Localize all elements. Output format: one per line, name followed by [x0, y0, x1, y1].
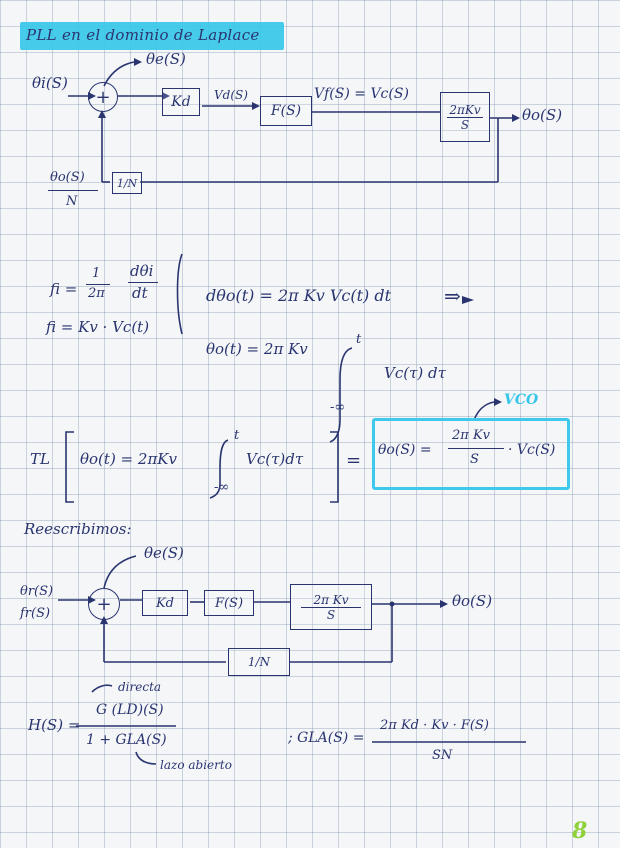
implies-arrow: ⇒ — [444, 284, 461, 308]
feedback-fraction-bar — [48, 190, 98, 191]
gla-den: SN — [432, 748, 452, 763]
integral-body: Vc(τ) dτ — [384, 364, 446, 382]
d2-summing-junction: + — [88, 588, 120, 620]
fi-kv-equation: fi = Kv · Vc(t) — [46, 318, 149, 336]
vco-label: VCO — [504, 392, 538, 408]
tl-integral-upper: t — [234, 428, 239, 443]
gla-lhs: ; GLA(S) = — [288, 730, 364, 746]
feedback-block: 1/N — [112, 172, 142, 194]
theta-t-equation: θo(t) = 2π Kv — [206, 340, 308, 358]
dtheta-equation: dθo(t) = 2π Kv Vc(t) dt — [206, 286, 391, 305]
note-direct: directa — [118, 680, 161, 694]
tl-prefix: TL — [30, 450, 50, 468]
vd-signal: Vd(S) — [214, 88, 248, 102]
vco-block: 2πKv S — [440, 92, 490, 142]
result-num: 2π Kv — [452, 428, 490, 443]
fi-lhs: fi = — [50, 280, 77, 298]
fi-frac-den: 2π — [88, 286, 105, 301]
d2-output-theta-o: θo(S) — [452, 592, 492, 610]
equals-sign: = — [346, 450, 361, 471]
result-rhs: · Vc(S) — [508, 442, 555, 458]
result-den: S — [470, 452, 479, 467]
d2-input-theta-r: θr(S) — [20, 584, 53, 599]
gla-num: 2π Kd · Kv · F(S) — [380, 718, 489, 733]
error-theta-e: θe(S) — [146, 50, 186, 68]
d2-filter-block: F(S) — [204, 590, 254, 616]
output-theta-o: θo(S) — [522, 106, 562, 124]
tl-integral-body: Vc(τ)dτ — [246, 450, 303, 468]
result-frac-bar — [448, 448, 504, 449]
feedback-den: N — [66, 194, 77, 209]
h-den: 1 + GLA(S) — [86, 732, 167, 748]
d2-vco-block: 2π Kv S — [290, 584, 372, 630]
fi-frac-bar — [86, 284, 110, 285]
d2-input-fr: fr(S) — [20, 606, 50, 621]
filter-block: F(S) — [260, 96, 312, 126]
integral-lower: -∞ — [330, 400, 345, 415]
integral-upper: t — [356, 332, 361, 347]
vf-signal: Vf(S) = Vc(S) — [314, 86, 409, 102]
feedback-num: θo(S) — [50, 170, 85, 185]
tl-inner: θo(t) = 2πKv — [80, 450, 177, 468]
d2-feedback-block: 1/N — [228, 648, 290, 676]
vco-block-num: 2πKv — [449, 103, 480, 117]
input-theta-i: θi(S) — [32, 74, 68, 92]
rewrite-label: Reescribimos: — [24, 520, 132, 538]
d2-vco-block-num: 2π Kv — [313, 593, 348, 607]
result-lhs: θo(S) = — [378, 442, 432, 458]
d2-kd-block: Kd — [142, 590, 188, 616]
fi-frac2-num: dθi — [130, 262, 153, 280]
fi-frac2-den: dt — [132, 284, 148, 302]
page-number: 8 — [572, 818, 587, 844]
h-num: G (LD)(S) — [96, 702, 164, 718]
d2-error-theta-e: θe(S) — [144, 544, 184, 562]
d2-vco-block-den: S — [301, 607, 361, 622]
fi-frac2-bar — [128, 282, 158, 283]
tl-integral-lower: -∞ — [214, 480, 229, 495]
fi-frac-num: 1 — [92, 266, 100, 281]
kd-block: Kd — [162, 88, 200, 116]
vco-block-den: S — [447, 117, 483, 132]
summing-junction: + — [88, 82, 118, 112]
h-lhs: H(S) = — [28, 716, 80, 734]
note-open-loop: lazo abierto — [160, 758, 232, 772]
